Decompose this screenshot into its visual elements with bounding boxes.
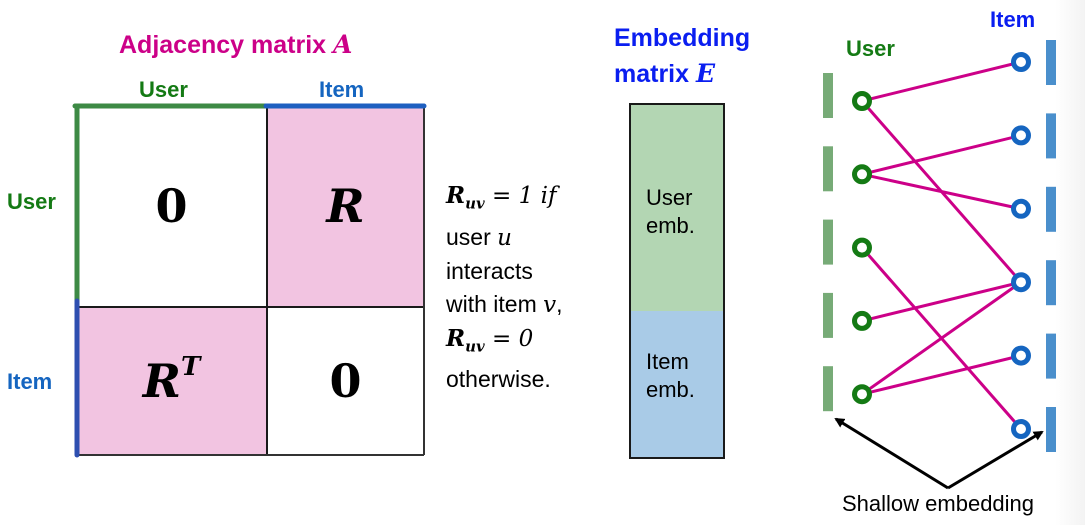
user-node-u3 [852, 237, 872, 258]
user-embedding-bar [823, 146, 833, 192]
adjacency-symbol: A [333, 30, 353, 59]
comma: , [556, 290, 563, 317]
embedding-title-line1: Embedding [614, 24, 751, 52]
equals-one: = 1 if [484, 183, 557, 209]
embedding-matrix: User emb. Item emb. [629, 103, 725, 459]
cell-item-user: RT [76, 307, 267, 455]
user-embedding-block: User emb. [631, 105, 723, 311]
definition-line: interacts [446, 257, 533, 284]
definition-line: Ruv = 1 if [446, 179, 563, 221]
column-label-user: User [139, 77, 188, 102]
embedding-symbol: E [695, 59, 716, 88]
edge-u4-i4 [861, 280, 1022, 323]
item-embedding-bar [1046, 186, 1056, 232]
r-symbol: R [446, 324, 466, 352]
label-line: emb. [646, 377, 695, 402]
graph-user-label: User [846, 36, 895, 61]
edge-u5-i4 [861, 280, 1022, 396]
edge-u2-i3 [861, 172, 1022, 211]
definition-line: user u [446, 221, 563, 255]
arrow-to-user-embedding [834, 417, 949, 490]
row-label-user: User [7, 189, 56, 214]
item-embedding-bar [1046, 333, 1056, 379]
user-embedding-bar [823, 292, 833, 338]
embedding-title-line2: matrix E [614, 56, 750, 92]
edge-u5-i5 [861, 354, 1022, 396]
r-symbol: R [446, 182, 466, 209]
label-line: Item [646, 349, 689, 374]
label-line: emb. [646, 213, 695, 238]
shallow-embedding-label: Shallow embedding [842, 491, 1035, 516]
edge-u2-i2 [861, 133, 1022, 176]
transpose-superscript: T [180, 351, 201, 382]
item-node-i4 [1011, 272, 1031, 293]
user-embedding-label: User emb. [646, 184, 695, 240]
definition-text: user [446, 223, 498, 250]
adjacency-title-text: Adjacency matrix [119, 31, 333, 59]
user-embedding-bar [823, 366, 833, 412]
user-node-u2 [852, 164, 872, 185]
user-embedding-bar [823, 73, 833, 118]
item-node-i6 [1011, 419, 1031, 439]
cell-item-item: 0 [267, 307, 424, 455]
background-fade [1055, 0, 1085, 525]
definition-line: Ruv = 0 [446, 322, 563, 364]
item-embedding-bar [1046, 407, 1056, 452]
graph-item-label: Item [990, 7, 1036, 32]
item-node-i1 [1011, 52, 1031, 72]
u-symbol: u [497, 224, 512, 251]
cell-value: 0 [329, 354, 362, 408]
nodes-layer [852, 52, 1031, 439]
row-label-item: Item [7, 369, 53, 394]
user-embedding-bar [823, 219, 833, 265]
interaction-definition: Ruv = 1 if user u interacts with item v,… [446, 179, 563, 396]
definition-line: with item v, [446, 288, 563, 322]
matrix-grid [72, 103, 427, 458]
arrow-to-item-embedding [947, 430, 1044, 490]
adjacency-title: Adjacency matrix A [119, 30, 352, 60]
item-embedding-block: Item emb. [631, 311, 723, 457]
user-node-u5 [852, 384, 872, 405]
user-node-u4 [852, 310, 872, 331]
equals-zero: = 0 [484, 325, 534, 352]
definition-line: otherwise. [446, 366, 551, 393]
definition-text: with item [446, 290, 544, 317]
cell-value: R [326, 179, 365, 233]
cell-value: 0 [155, 179, 188, 233]
item-embedding-bar [1046, 40, 1056, 85]
label-line: User [646, 185, 693, 210]
bars-layer [823, 40, 1056, 452]
item-node-i2 [1011, 125, 1031, 146]
uv-subscript: uv [465, 194, 485, 213]
item-embedding-bar [1046, 113, 1056, 159]
embedding-title-text: matrix [614, 60, 696, 88]
item-node-i3 [1011, 198, 1031, 219]
column-label-item: Item [319, 77, 365, 102]
cell-base: R [142, 354, 181, 408]
edge-u1-i1 [861, 60, 1022, 103]
item-embedding-bar [1046, 260, 1056, 306]
cell-user-item: R [267, 105, 424, 307]
edges-layer [860, 60, 1023, 430]
embedding-title: Embedding matrix E [614, 20, 750, 92]
v-symbol: v [543, 291, 557, 318]
cell-value: RT [142, 351, 201, 408]
uv-subscript: uv [465, 337, 485, 356]
item-embedding-label: Item emb. [646, 348, 695, 404]
cell-user-user: 0 [76, 105, 267, 307]
item-node-i5 [1011, 345, 1031, 366]
user-node-u1 [852, 91, 872, 111]
